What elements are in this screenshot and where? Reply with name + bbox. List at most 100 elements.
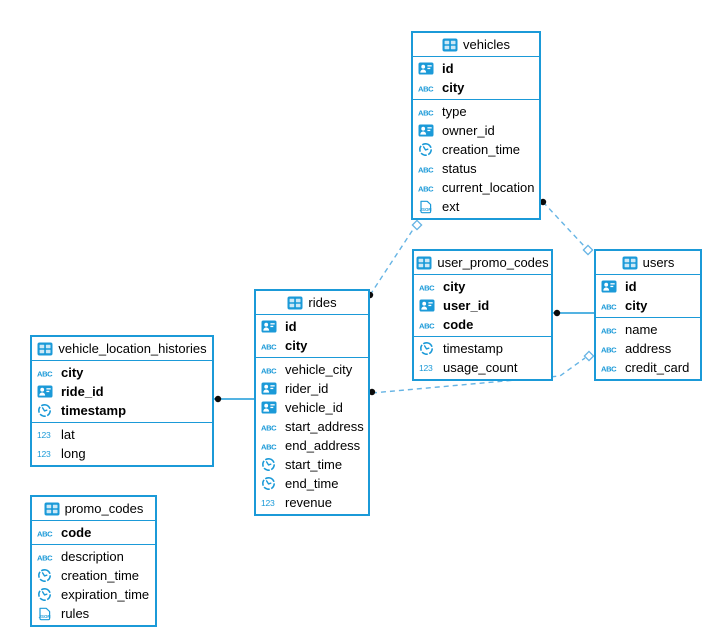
time-icon	[418, 142, 438, 157]
column-row-end_address[interactable]: ABC end_address	[256, 436, 368, 455]
time-icon	[37, 587, 57, 602]
column-label: timestamp	[61, 403, 127, 418]
number-icon: 123	[419, 362, 439, 373]
svg-text:ABC: ABC	[601, 364, 617, 373]
column-row-creation_time[interactable]: creation_time	[413, 140, 539, 159]
svg-text:ABC: ABC	[261, 423, 277, 432]
table-header-vehicle_location_histories[interactable]: vehicle_location_histories	[32, 337, 212, 361]
column-label: expiration_time	[61, 587, 150, 602]
column-row-ride_id[interactable]: ride_id	[32, 382, 212, 401]
table-header-user_promo_codes[interactable]: user_promo_codes	[414, 251, 551, 275]
relation-diamond-marker	[411, 219, 423, 231]
column-row-creation_time[interactable]: creation_time	[32, 566, 155, 585]
time-icon	[37, 568, 57, 583]
table-icon	[416, 256, 432, 270]
column-row-id[interactable]: id	[596, 277, 700, 296]
id-icon	[419, 299, 439, 312]
column-row-timestamp[interactable]: timestamp	[414, 339, 551, 358]
text-icon: ABC	[419, 320, 439, 330]
text-icon: ABC	[37, 368, 57, 378]
column-row-user_id[interactable]: user_id	[414, 296, 551, 315]
column-label: start_time	[285, 457, 343, 472]
column-label: end_address	[285, 438, 361, 453]
text-icon: ABC	[418, 107, 438, 117]
text-icon: ABC	[37, 528, 57, 538]
column-row-id[interactable]: id	[413, 59, 539, 78]
table-header-users[interactable]: users	[596, 251, 700, 275]
column-row-owner_id[interactable]: owner_id	[413, 121, 539, 140]
column-label: rules	[61, 606, 90, 621]
column-row-id[interactable]: id	[256, 317, 368, 336]
text-icon: ABC	[37, 552, 57, 562]
id-icon	[418, 124, 438, 137]
column-row-start_time[interactable]: start_time	[256, 455, 368, 474]
svg-text:ABC: ABC	[419, 283, 435, 292]
column-row-vehicle_id[interactable]: vehicle_id	[256, 398, 368, 417]
column-row-city[interactable]: ABC city	[414, 277, 551, 296]
relation-dot-marker	[214, 395, 222, 403]
column-label: id	[442, 61, 454, 76]
column-row-rider_id[interactable]: rider_id	[256, 379, 368, 398]
svg-text:ABC: ABC	[418, 184, 434, 193]
table-header-vehicles[interactable]: vehicles	[413, 33, 539, 57]
column-row-end_time[interactable]: end_time	[256, 474, 368, 493]
svg-text:ABC: ABC	[261, 442, 277, 451]
column-label: creation_time	[61, 568, 140, 583]
text-icon: ABC	[418, 164, 438, 174]
column-label: user_id	[443, 298, 490, 313]
number-icon: 123	[261, 497, 281, 508]
column-label: owner_id	[442, 123, 495, 138]
table-title: promo_codes	[64, 501, 144, 516]
column-row-expiration_time[interactable]: expiration_time	[32, 585, 155, 604]
column-label: id	[285, 319, 297, 334]
table-header-promo_codes[interactable]: promo_codes	[32, 497, 155, 521]
column-label: rider_id	[285, 381, 329, 396]
time-icon	[261, 457, 281, 472]
column-label: status	[442, 161, 477, 176]
table-header-rides[interactable]: rides	[256, 291, 368, 315]
column-row-timestamp[interactable]: timestamp	[32, 401, 212, 420]
column-label: end_time	[285, 476, 339, 491]
relation-user_promo_codes-users	[553, 309, 594, 317]
relation-vehicle_location_histories-rides	[214, 395, 254, 403]
column-label: city	[442, 80, 465, 95]
svg-text:ABC: ABC	[419, 321, 435, 330]
relation-diamond-marker	[583, 350, 595, 362]
column-row-status[interactable]: ABC status	[413, 159, 539, 178]
id-icon	[418, 62, 438, 75]
column-label: city	[443, 279, 466, 294]
